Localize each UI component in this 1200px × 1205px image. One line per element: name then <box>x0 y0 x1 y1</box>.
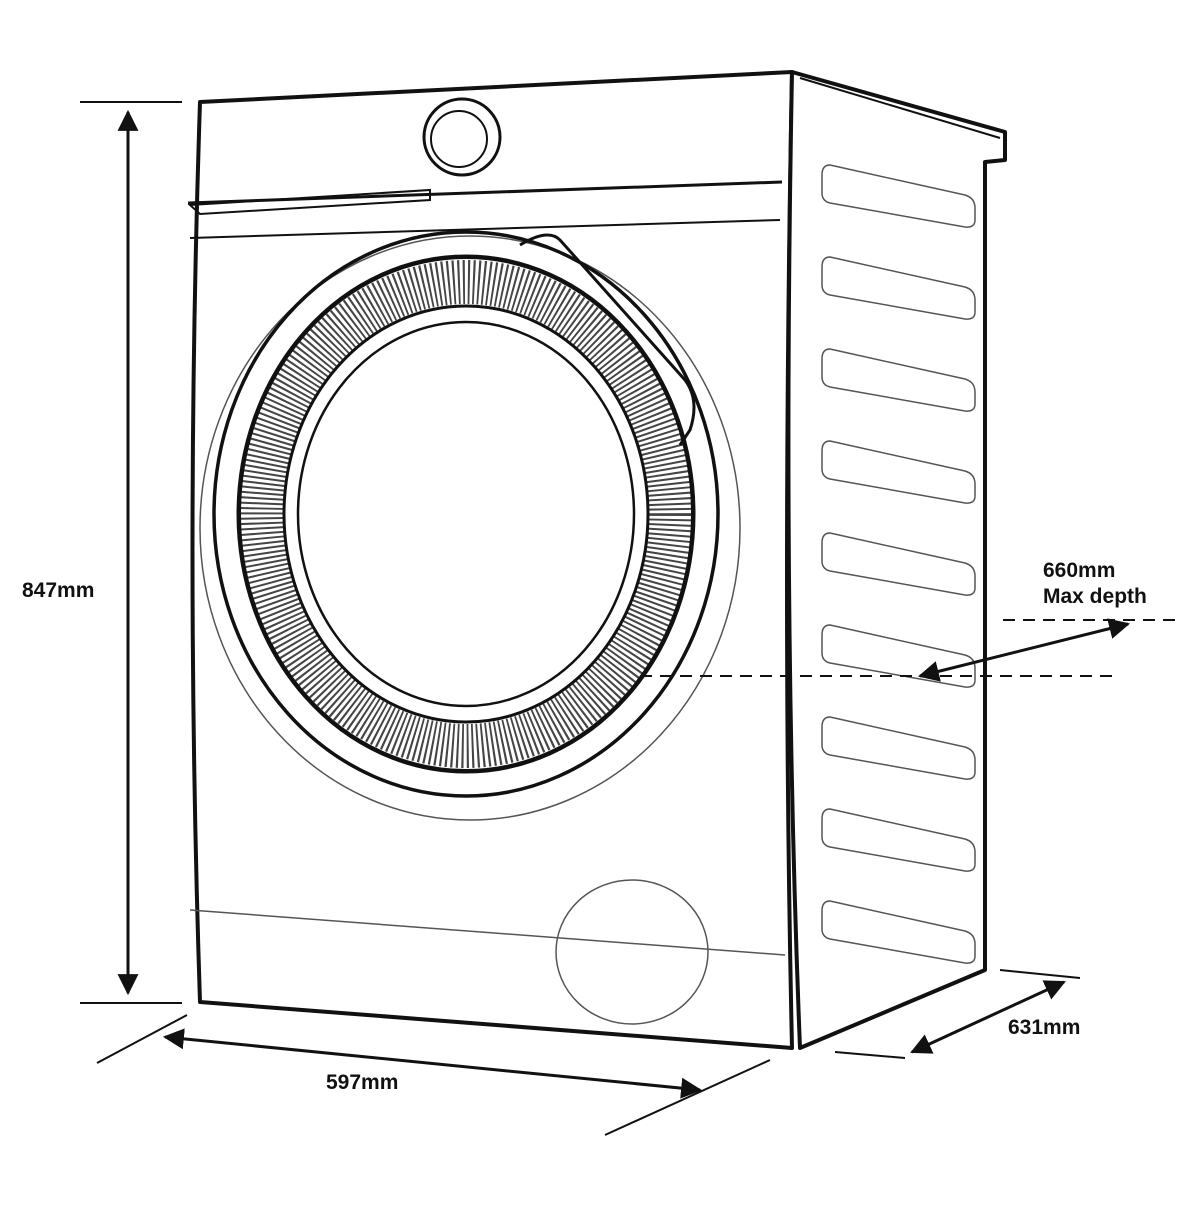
side-ribs <box>821 164 976 964</box>
side-rib <box>821 164 976 228</box>
side-panel-outline <box>786 70 1007 1050</box>
width-dimension <box>96 1014 771 1136</box>
side-rib <box>821 900 976 964</box>
program-dial-icon <box>422 97 502 177</box>
door <box>199 230 741 821</box>
max-depth-label: 660mm Max depth <box>1043 558 1147 611</box>
width-label: 597mm <box>326 1071 399 1094</box>
max-depth-value: 660mm <box>1043 559 1116 582</box>
side-rib <box>821 256 976 320</box>
side-rib <box>821 348 976 412</box>
side-rib <box>821 716 976 780</box>
detergent-drawer <box>187 188 431 216</box>
max-depth-caption: Max depth <box>1043 585 1147 609</box>
top-panel-edge <box>799 77 1001 139</box>
plinth-line <box>189 909 786 956</box>
height-label: 847mm <box>22 579 95 602</box>
side-rib <box>821 532 976 596</box>
side-rib <box>821 440 976 504</box>
max-depth-dimension <box>640 618 1178 682</box>
depth-dimension <box>834 969 1081 1059</box>
side-rib <box>821 808 976 872</box>
door-handle <box>519 233 696 446</box>
control-panel-lower-line <box>189 219 781 239</box>
height-dimension <box>80 101 182 1004</box>
filter-cover <box>555 879 709 1025</box>
depth-label: 631mm <box>1008 1016 1081 1039</box>
